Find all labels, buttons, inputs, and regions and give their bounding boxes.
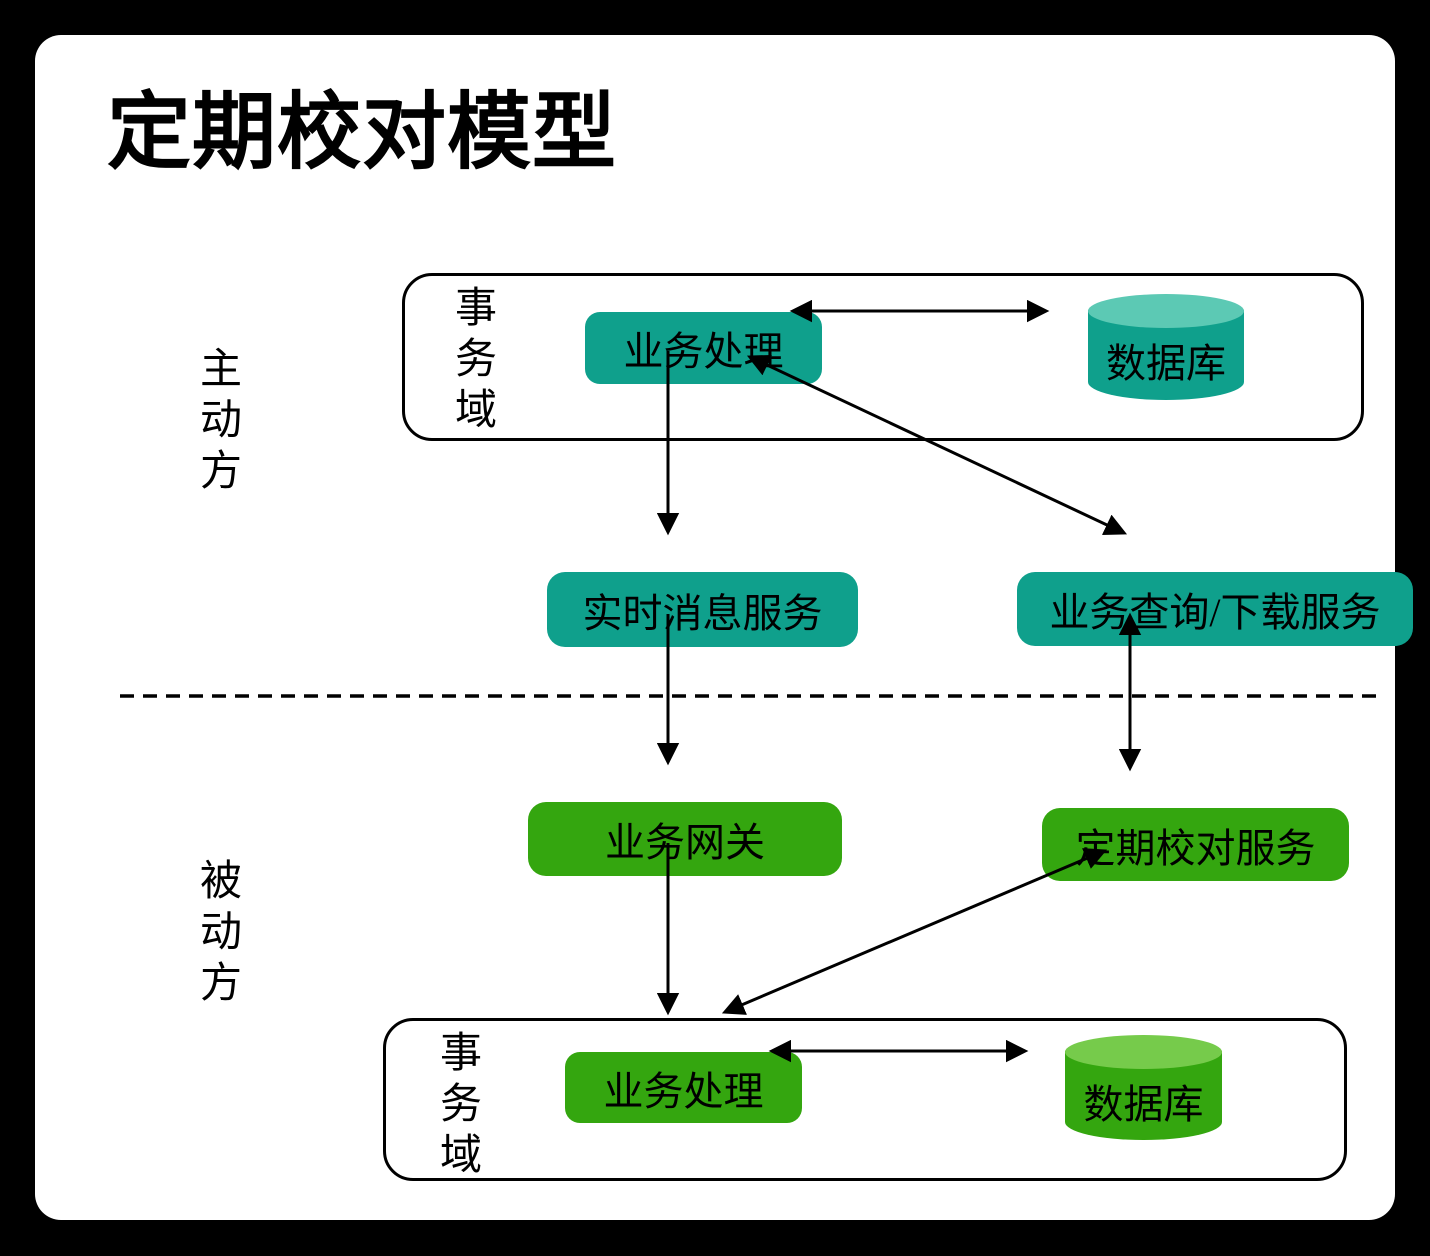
slide-page: 定期校对模型 主动方 被动方 事务域 业务处理 数据库 实时消息服务 业务查询/… bbox=[35, 35, 1413, 1220]
business-gateway-node: 业务网关 bbox=[528, 802, 842, 876]
page-title: 定期校对模型 bbox=[107, 85, 618, 179]
cylinder-top bbox=[1088, 294, 1244, 328]
bottom-transaction-domain: 事务域 bbox=[383, 1018, 1347, 1181]
bottom-business-process-node: 业务处理 bbox=[565, 1052, 802, 1123]
bottom-domain-label: 事务域 bbox=[439, 1031, 482, 1179]
cylinder-top bbox=[1065, 1035, 1222, 1069]
query-download-service-node: 业务查询/下载服务 bbox=[1017, 572, 1413, 646]
realtime-message-service-node: 实时消息服务 bbox=[547, 572, 858, 647]
periodic-reconciliation-service-node: 定期校对服务 bbox=[1042, 808, 1349, 881]
bottom-database-cylinder: 数据库 bbox=[1065, 1035, 1222, 1140]
top-database-cylinder: 数据库 bbox=[1088, 294, 1244, 400]
passive-party-label: 被动方 bbox=[199, 859, 242, 1007]
active-party-label: 主动方 bbox=[199, 347, 242, 495]
top-domain-label: 事务域 bbox=[454, 286, 497, 434]
top-database-label: 数据库 bbox=[1106, 341, 1226, 386]
bottom-database-label: 数据库 bbox=[1083, 1081, 1204, 1127]
top-business-process-node: 业务处理 bbox=[585, 312, 822, 384]
